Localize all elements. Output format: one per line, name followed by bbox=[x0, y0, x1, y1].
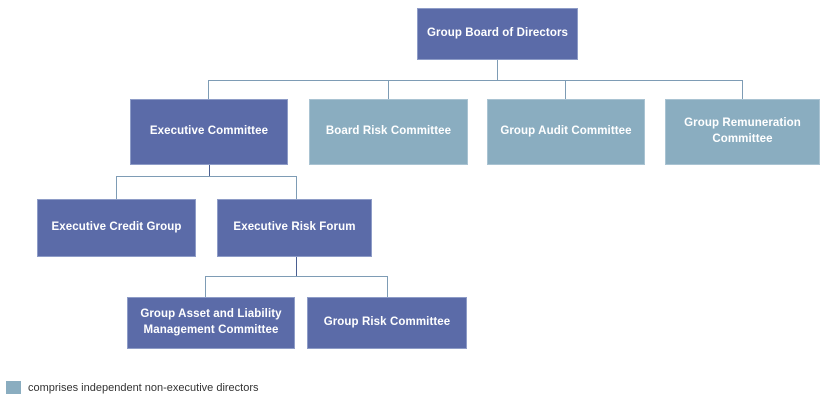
connector-exec-risk-forum-stem bbox=[296, 257, 297, 276]
connector-drop-executive-committee bbox=[208, 80, 209, 99]
connector-drop-board-risk-committee bbox=[388, 80, 389, 99]
node-group-audit-committee[interactable]: Group Audit Committee bbox=[487, 99, 645, 165]
node-label: Executive Risk Forum bbox=[233, 221, 356, 234]
connector-drop-group-audit-committee bbox=[565, 80, 566, 99]
node-board-risk-committee[interactable]: Board Risk Committee bbox=[309, 99, 468, 165]
legend-swatch-independent bbox=[6, 381, 21, 394]
connector-level3-bus bbox=[116, 176, 297, 177]
connector-drop-executive-credit-group bbox=[116, 176, 117, 199]
node-group-remuneration-committee[interactable]: Group Remuneration Committee bbox=[665, 99, 820, 165]
node-group-board-of-directors[interactable]: Group Board of Directors bbox=[417, 8, 578, 60]
node-executive-risk-forum[interactable]: Executive Risk Forum bbox=[217, 199, 372, 257]
node-label: Group Audit Committee bbox=[500, 125, 632, 138]
connector-drop-group-risk-committee bbox=[387, 276, 388, 297]
node-label: Group Risk Committee bbox=[323, 316, 451, 329]
node-executive-credit-group[interactable]: Executive Credit Group bbox=[37, 199, 196, 257]
node-group-risk-committee[interactable]: Group Risk Committee bbox=[307, 297, 467, 349]
node-executive-committee[interactable]: Executive Committee bbox=[130, 99, 288, 165]
node-label: Group Board of Directors bbox=[426, 27, 569, 40]
connector-drop-group-asset-and-liability-management-committee bbox=[205, 276, 206, 297]
connector-drop-executive-risk-forum bbox=[296, 176, 297, 199]
node-label: Group Remuneration Committee bbox=[684, 117, 801, 145]
connector-drop-group-remuneration-committee bbox=[742, 80, 743, 99]
connector-exec-committee-stem bbox=[209, 165, 210, 176]
node-label: Executive Credit Group bbox=[51, 221, 182, 234]
legend: comprises independent non-executive dire… bbox=[6, 381, 259, 394]
legend-label: comprises independent non-executive dire… bbox=[28, 381, 259, 394]
node-label: Executive Committee bbox=[149, 125, 269, 138]
connector-level2-bus bbox=[208, 80, 742, 81]
node-group-asset-and-liability-management-committee[interactable]: Group Asset and Liability Management Com… bbox=[127, 297, 295, 349]
connector-level4-bus bbox=[205, 276, 387, 277]
node-label: Board Risk Committee bbox=[325, 125, 452, 138]
connector-board-to-bus bbox=[497, 60, 498, 80]
node-label: Group Asset and Liability Management Com… bbox=[140, 308, 282, 336]
